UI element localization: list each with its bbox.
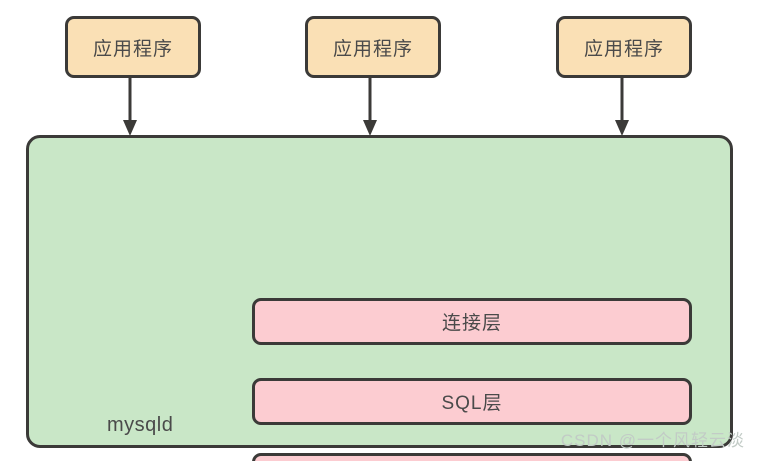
client-app-box-3: 应用程序 (556, 16, 692, 78)
arrow-down-icon (363, 78, 377, 136)
client-app-label: 应用程序 (92, 38, 173, 60)
client-app-box-1: 应用程序 (65, 16, 201, 78)
mysqld-container: mysqld 连接层 SQL层 存储引擎层 磁盘 内存 网络 (26, 135, 733, 461)
connection-layer-box: 连接层 (252, 298, 692, 345)
connection-layer-label: 连接层 (441, 313, 502, 334)
client-app-box-2: 应用程序 (305, 16, 441, 78)
arrow-down-icon (123, 78, 137, 136)
storage-engine-layer-box: 存储引擎层 磁盘 内存 网络 (252, 453, 692, 461)
client-app-label: 应用程序 (583, 38, 664, 60)
arrow-down-icon (615, 78, 629, 136)
sql-layer-label: SQL层 (441, 393, 503, 414)
client-app-label: 应用程序 (332, 38, 413, 60)
mysqld-label: mysqld (107, 414, 174, 436)
watermark: CSDN @一个风轻云淡 (560, 431, 745, 450)
sql-layer-box: SQL层 (252, 378, 692, 425)
